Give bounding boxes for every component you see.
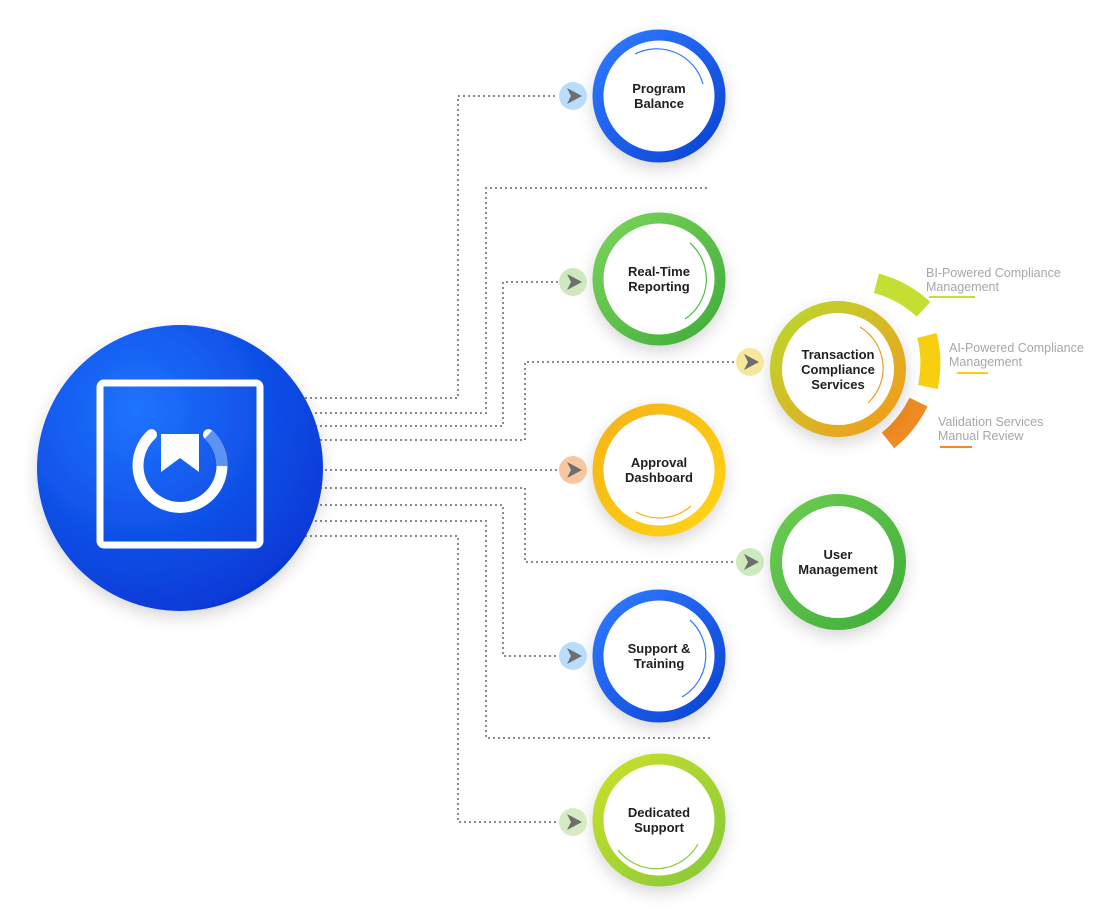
connectors	[305, 95, 735, 823]
hub-circle	[37, 325, 323, 611]
node-label-dedicated-support: Dedicated Support	[627, 805, 691, 835]
brand-logo-icon	[96, 379, 264, 549]
connector-real-time-reporting	[305, 281, 558, 427]
connector-user-management	[305, 487, 735, 563]
arrow-badges	[559, 82, 764, 836]
arrow-icon	[736, 548, 764, 576]
arc-validation-services	[881, 397, 928, 449]
node-support-training[interactable]	[592, 589, 726, 723]
arrow-icon	[559, 82, 587, 110]
node-transaction-compliance-services[interactable]	[770, 301, 906, 437]
connector-top-bracket	[305, 187, 710, 414]
node-label-program-balance: Program Balance	[632, 81, 686, 111]
label-validation-services: Validation Services Manual Review	[938, 415, 1044, 443]
arrow-icon	[736, 348, 764, 376]
arc-ai-powered	[917, 332, 941, 390]
connector-bottom-bracket	[305, 520, 710, 739]
node-real-time-reporting[interactable]	[592, 212, 726, 346]
node-label-support-training: Support & Training	[627, 641, 691, 671]
label-bi-powered-compliance: BI-Powered Compliance Management	[926, 266, 1061, 294]
arrow-icon	[559, 808, 587, 836]
connector-support-training	[305, 504, 558, 657]
node-approval-dashboard[interactable]	[592, 403, 726, 537]
label-ai-powered-compliance: AI-Powered Compliance Management	[949, 341, 1084, 369]
arrow-icon	[559, 268, 587, 296]
node-label-user-management: User Management	[798, 547, 878, 577]
connector-program-balance	[305, 95, 558, 399]
node-label-approval-dashboard: Approval Dashboard	[625, 455, 693, 485]
arc-bi-powered	[873, 273, 931, 317]
connector-dedicated-support	[305, 535, 558, 823]
compliance-arcs	[873, 273, 988, 449]
hub	[37, 325, 323, 611]
connector-transaction-compliance	[305, 361, 735, 441]
node-dedicated-support[interactable]	[592, 753, 726, 887]
node-program-balance[interactable]	[592, 29, 726, 163]
node-user-management[interactable]	[770, 494, 906, 630]
node-label-transaction-compliance-services: Transaction Compliance Services	[801, 346, 875, 392]
arrow-icon	[559, 642, 587, 670]
node-label-real-time-reporting: Real-Time Reporting	[628, 264, 690, 294]
arrow-icon	[559, 456, 587, 484]
